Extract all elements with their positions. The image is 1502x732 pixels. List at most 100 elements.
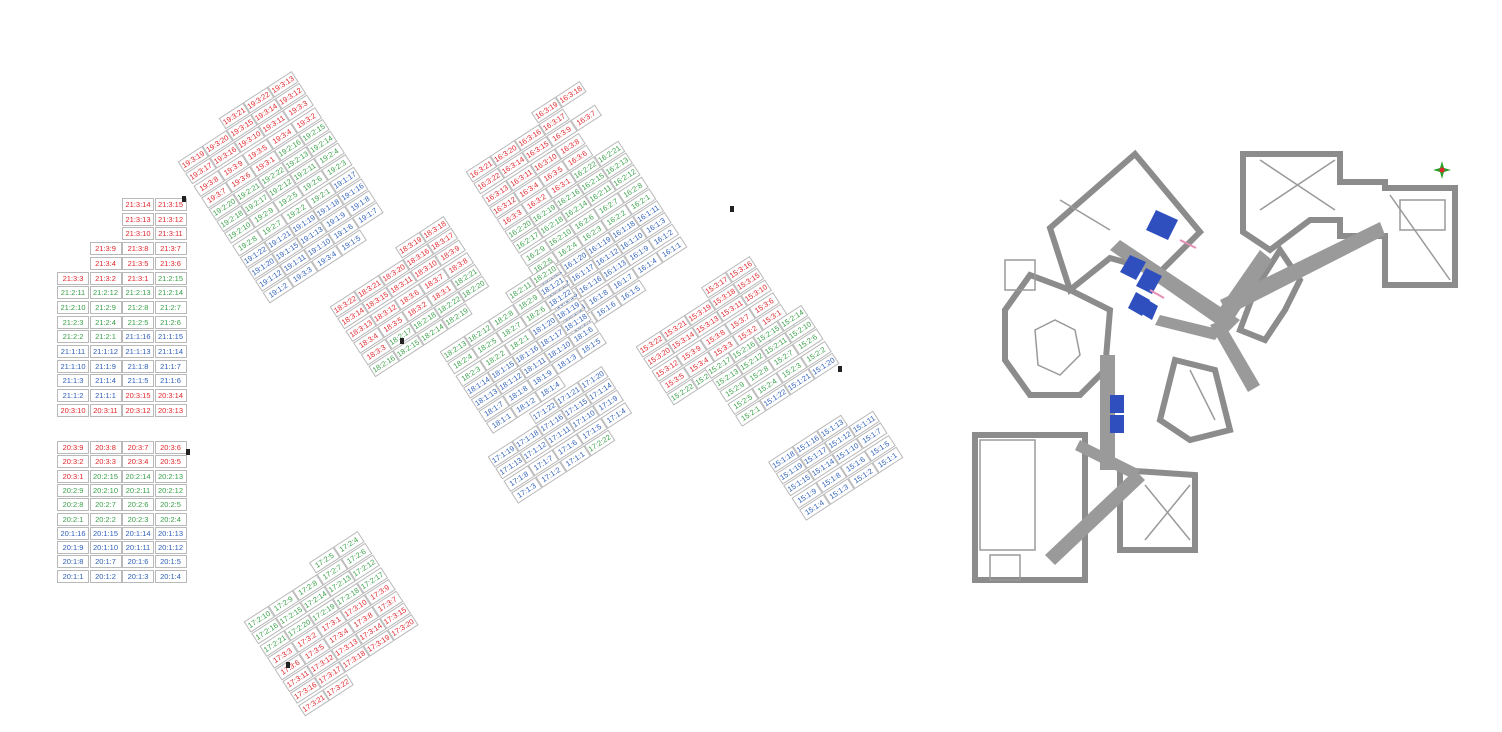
seat-cell[interactable]: 21:2:7 xyxy=(154,300,187,314)
seat-cell[interactable]: 21:3:2 xyxy=(89,271,122,285)
seat-cell[interactable]: 21:1:7 xyxy=(154,359,187,373)
seat-cell[interactable]: 20:2:8 xyxy=(57,498,89,512)
seat-cell[interactable]: 21:2:14 xyxy=(154,286,187,300)
seat-cell[interactable]: 20:2:1 xyxy=(57,512,89,526)
floor-plan-walls xyxy=(972,149,1458,583)
seat-cell[interactable]: 20:3:14 xyxy=(154,389,187,403)
seat-cell[interactable]: 21:1:12 xyxy=(89,345,122,358)
seat-cell[interactable]: 20:1:10 xyxy=(89,541,122,555)
seat-cell[interactable]: 20:2:7 xyxy=(89,498,122,512)
seat-cell[interactable]: 21:3:8 xyxy=(122,242,154,256)
seat-cell[interactable]: 21:2:6 xyxy=(154,315,187,329)
seat-cell[interactable]: 21:1:6 xyxy=(154,374,187,388)
seat-cell[interactable]: 21:1:2 xyxy=(57,389,89,403)
seat-cell[interactable]: 21:1:1 xyxy=(89,389,122,403)
seat-cell[interactable]: 21:2:4 xyxy=(89,315,122,329)
seat-cell[interactable]: 20:3:8 xyxy=(89,441,122,454)
seat-cell[interactable]: 20:2:4 xyxy=(154,512,187,526)
seat-cell[interactable]: 20:3:15 xyxy=(122,389,154,403)
seat-cell[interactable]: 21:2:3 xyxy=(57,315,89,329)
seat-cell[interactable]: 20:2:2 xyxy=(89,512,122,526)
seat-cell[interactable]: 21:1:3 xyxy=(57,374,89,388)
seat-cell[interactable]: 21:1:14 xyxy=(154,345,187,358)
seat-cell[interactable]: 16:3:7 xyxy=(570,105,602,132)
seat-cell[interactable]: 20:3:11 xyxy=(89,403,122,417)
seat-cell[interactable]: 21:3:11 xyxy=(154,227,187,241)
seat-cell[interactable]: 20:3:10 xyxy=(57,403,89,417)
highlighted-seating-areas xyxy=(1110,210,1178,433)
seat-cell[interactable]: 21:3:10 xyxy=(122,227,154,241)
seat-cell[interactable]: 20:3:9 xyxy=(57,441,89,454)
seat-cell[interactable]: 21:3:14 xyxy=(122,198,154,211)
seat-cell[interactable]: 20:1:2 xyxy=(89,569,122,583)
seat-cell[interactable]: 20:1:9 xyxy=(57,541,89,555)
seat-cell[interactable]: 20:3:6 xyxy=(154,441,187,454)
seat-cell[interactable]: 20:2:9 xyxy=(57,483,89,497)
seat-cell[interactable]: 20:2:5 xyxy=(154,498,187,512)
seat-cell[interactable]: 21:1:15 xyxy=(154,330,187,344)
seat-cell[interactable]: 21:3:6 xyxy=(154,256,187,270)
seat-cell[interactable]: 20:1:4 xyxy=(154,569,187,583)
seat-cell[interactable]: 21:2:12 xyxy=(89,286,122,300)
seat-cell[interactable]: 21:3:1 xyxy=(122,271,154,285)
seat-cell[interactable]: 21:1:11 xyxy=(57,345,89,358)
seat-cell[interactable]: 20:2:13 xyxy=(154,469,187,483)
floor-plan-outlines xyxy=(979,159,1451,581)
pink-accent-strips xyxy=(1149,239,1197,299)
seat-cell[interactable]: 20:3:7 xyxy=(122,441,154,454)
seat-cell[interactable]: 21:1:13 xyxy=(122,345,154,358)
seat-cell[interactable]: 20:2:15 xyxy=(89,469,122,483)
seat-cell[interactable]: 21:1:4 xyxy=(89,374,122,388)
seat-cell[interactable]: 20:3:2 xyxy=(57,455,89,469)
seat-cell[interactable]: 20:3:4 xyxy=(122,455,154,469)
seat-cell[interactable]: 21:3:3 xyxy=(57,271,89,285)
seat-cell[interactable]: 20:2:11 xyxy=(122,483,154,497)
seat-cell[interactable]: 20:1:5 xyxy=(154,555,187,569)
seat-cell[interactable]: 20:2:6 xyxy=(122,498,154,512)
seat-cell[interactable]: 20:1:15 xyxy=(89,526,122,540)
seat-cell[interactable]: 20:2:10 xyxy=(89,483,122,497)
seat-cell[interactable]: 20:1:14 xyxy=(122,526,154,540)
seat-cell[interactable]: 21:3:7 xyxy=(154,242,187,256)
seat-cell[interactable]: 21:1:10 xyxy=(57,359,89,373)
seat-cell[interactable]: 21:2:2 xyxy=(57,330,89,344)
seat-cell[interactable]: 21:2:5 xyxy=(122,315,154,329)
seat-cell[interactable]: 20:2:14 xyxy=(122,469,154,483)
seat-cell[interactable]: 20:3:3 xyxy=(89,455,122,469)
seat-cell[interactable]: 21:2:11 xyxy=(57,286,89,300)
seat-cell[interactable]: 21:2:10 xyxy=(57,300,89,314)
seat-cell[interactable]: 20:3:5 xyxy=(154,455,187,469)
seat-cell[interactable]: 21:1:5 xyxy=(122,374,154,388)
seat-cell[interactable]: 20:3:12 xyxy=(122,403,154,417)
seat-cell[interactable]: 21:1:8 xyxy=(122,359,154,373)
seat-cell[interactable]: 21:1:9 xyxy=(89,359,122,373)
seat-cell[interactable]: 21:3:13 xyxy=(122,212,154,226)
seat-cell[interactable]: 20:3:1 xyxy=(57,469,89,483)
seat-cell[interactable]: 20:3:13 xyxy=(154,403,187,417)
seat-cell[interactable]: 20:1:6 xyxy=(122,555,154,569)
seat-cell[interactable]: 20:1:8 xyxy=(57,555,89,569)
seat-cell[interactable]: 21:3:9 xyxy=(89,242,122,256)
seat-cell[interactable]: 20:1:3 xyxy=(122,569,154,583)
seat-cell[interactable]: 16:3:18 xyxy=(555,81,587,108)
seat-cell[interactable]: 21:2:15 xyxy=(154,271,187,285)
seat-cell[interactable]: 20:2:12 xyxy=(154,483,187,497)
seat-cell[interactable]: 21:3:15 xyxy=(154,198,187,211)
seat-cell[interactable]: 20:1:1 xyxy=(57,569,89,583)
seat-cell[interactable]: 21:2:9 xyxy=(89,300,122,314)
seat-cell[interactable]: 21:1:16 xyxy=(122,330,154,344)
anchor-marker xyxy=(286,662,290,668)
seat-cell[interactable]: 20:1:12 xyxy=(154,541,187,555)
seat-cell[interactable]: 21:3:4 xyxy=(89,256,122,270)
seat-cell[interactable]: 21:3:5 xyxy=(122,256,154,270)
seat-cell[interactable]: 21:2:13 xyxy=(122,286,154,300)
seat-cell[interactable]: 21:2:8 xyxy=(122,300,154,314)
seat-cell[interactable]: 20:2:3 xyxy=(122,512,154,526)
seat-cell[interactable]: 20:1:16 xyxy=(57,526,89,540)
seat-cell[interactable]: 21:3:12 xyxy=(154,212,187,226)
seat-cell[interactable]: 20:1:7 xyxy=(89,555,122,569)
seat-cell[interactable]: 21:2:1 xyxy=(89,330,122,344)
seat-cell[interactable]: 20:1:13 xyxy=(154,526,187,540)
seat-cell[interactable]: 20:1:11 xyxy=(122,541,154,555)
